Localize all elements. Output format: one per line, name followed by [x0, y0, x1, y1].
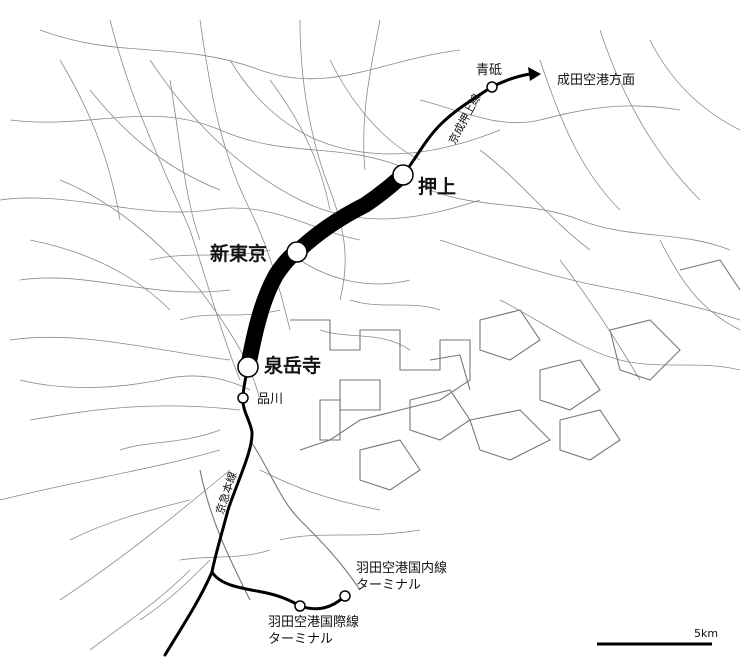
keisei-oshiage-line [401, 86, 492, 177]
station-marker-haneda-domestic [339, 590, 351, 602]
label-haneda-international-line1: 羽田空港国際線 [268, 614, 359, 630]
label-haneda-domestic: 羽田空港国内線 ターミナル [356, 560, 451, 593]
station-marker-shin-tokyo [286, 241, 308, 263]
label-sengakuji: 泉岳寺 [263, 354, 321, 377]
station-marker-sengakuji [237, 356, 259, 378]
station-marker-aoto [486, 81, 498, 93]
label-shinagawa: 品川 [257, 392, 283, 407]
label-haneda-international: 羽田空港国際線 ターミナル [268, 614, 363, 647]
airport-branch-line [210, 570, 347, 611]
label-narita-direction: 成田空港方面 [557, 72, 635, 88]
scale-bar: 5km [597, 627, 718, 646]
label-aoto: 青砥 [476, 63, 502, 78]
station-marker-haneda-international [294, 600, 306, 612]
scale-label: 5km [694, 627, 718, 640]
label-haneda-international-line2: ターミナル [268, 632, 333, 647]
narita-direction-arrow [528, 67, 541, 81]
station-marker-oshiage [392, 164, 414, 186]
background-streets [0, 19, 741, 651]
label-oshiage: 押上 [418, 175, 456, 198]
station-marker-shinagawa [237, 392, 249, 404]
label-haneda-domestic-line1: 羽田空港国内線 [356, 560, 447, 576]
label-shin-tokyo: 新東京 [210, 242, 267, 265]
label-haneda-domestic-line2: ターミナル [356, 578, 421, 593]
